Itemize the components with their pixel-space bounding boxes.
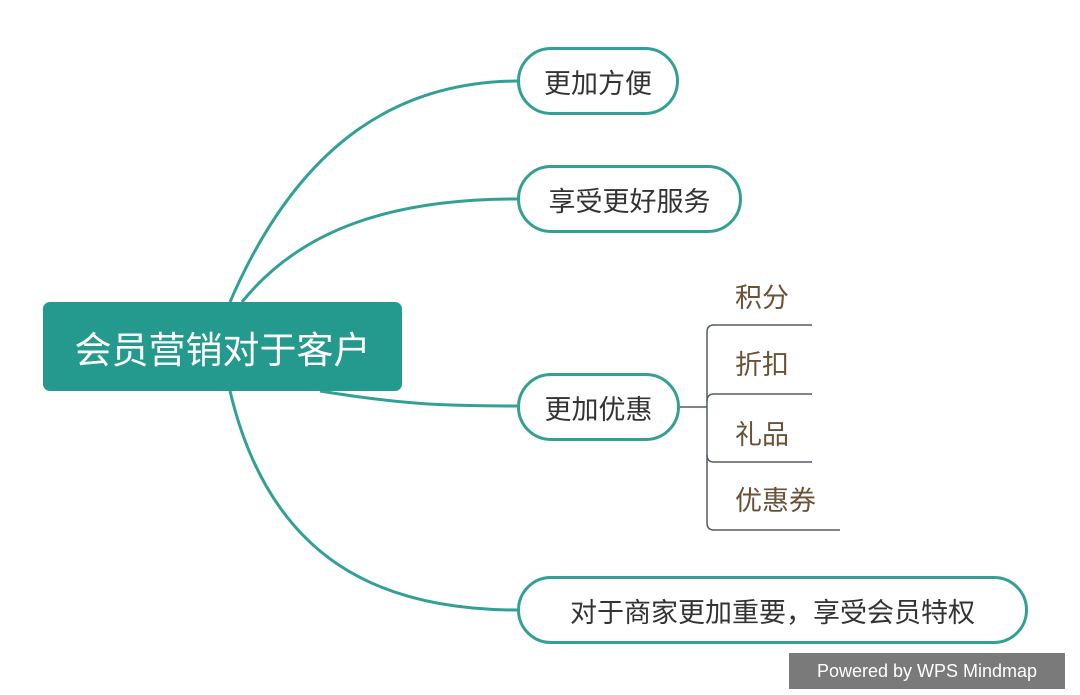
powered-by-badge: Powered by WPS Mindmap [789,653,1065,689]
leaf-underline-gift [706,454,812,463]
branch-more-discounts[interactable]: 更加优惠 [517,373,680,441]
central-topic[interactable]: 会员营销对于客户 [43,302,402,391]
connector-root-to-more-convenient [228,79,518,303]
leaf-gift[interactable]: 礼品 [735,420,789,451]
branch-better-service[interactable]: 享受更好服务 [517,165,742,233]
branch-more-convenient[interactable]: 更加方便 [517,47,679,115]
connector-root-to-more-discounts [319,389,518,408]
leaf-coupon[interactable]: 优惠券 [735,486,816,517]
leaf-discount[interactable]: 折扣 [735,350,789,381]
connector-root-to-better-service [240,197,518,303]
branch-merchant-privileges[interactable]: 对于商家更加重要，享受会员特权 [517,576,1028,644]
leaf-bracket [706,324,840,531]
connector-root-to-merchant-privileges [228,390,518,612]
leaf-points[interactable]: 积分 [735,283,789,314]
leaf-underline-discount [706,393,812,402]
